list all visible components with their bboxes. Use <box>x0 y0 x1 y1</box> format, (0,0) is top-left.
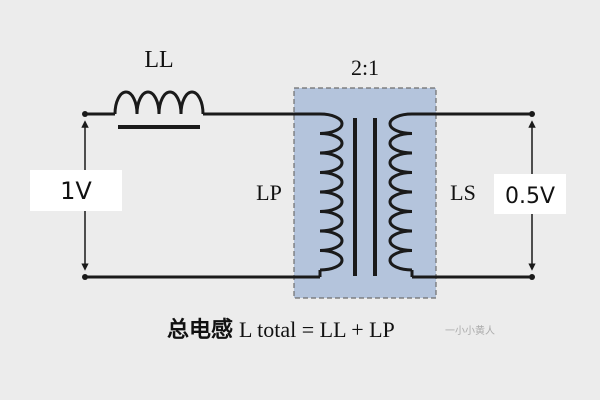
turns-ratio-label: 2:1 <box>351 55 379 80</box>
secondary-coil-label: LS <box>450 180 476 205</box>
output-voltage-label: 0.5V <box>505 184 555 209</box>
leakage-inductor-label: LL <box>144 47 173 73</box>
transformer-core-box <box>293 87 437 299</box>
leakage-inductor <box>85 90 320 129</box>
terminals <box>82 111 535 280</box>
core-bars <box>353 118 377 276</box>
input-voltage-box <box>30 170 122 211</box>
input-voltage-label: 1V <box>60 177 92 205</box>
formula-chinese-label: 总电感 <box>167 317 233 343</box>
watermark: 一小小黄人 <box>445 324 495 337</box>
primary-coil-label: LP <box>256 180 282 205</box>
formula-expression: L total = LL + LP <box>239 317 395 342</box>
output-voltage-box <box>494 174 566 214</box>
